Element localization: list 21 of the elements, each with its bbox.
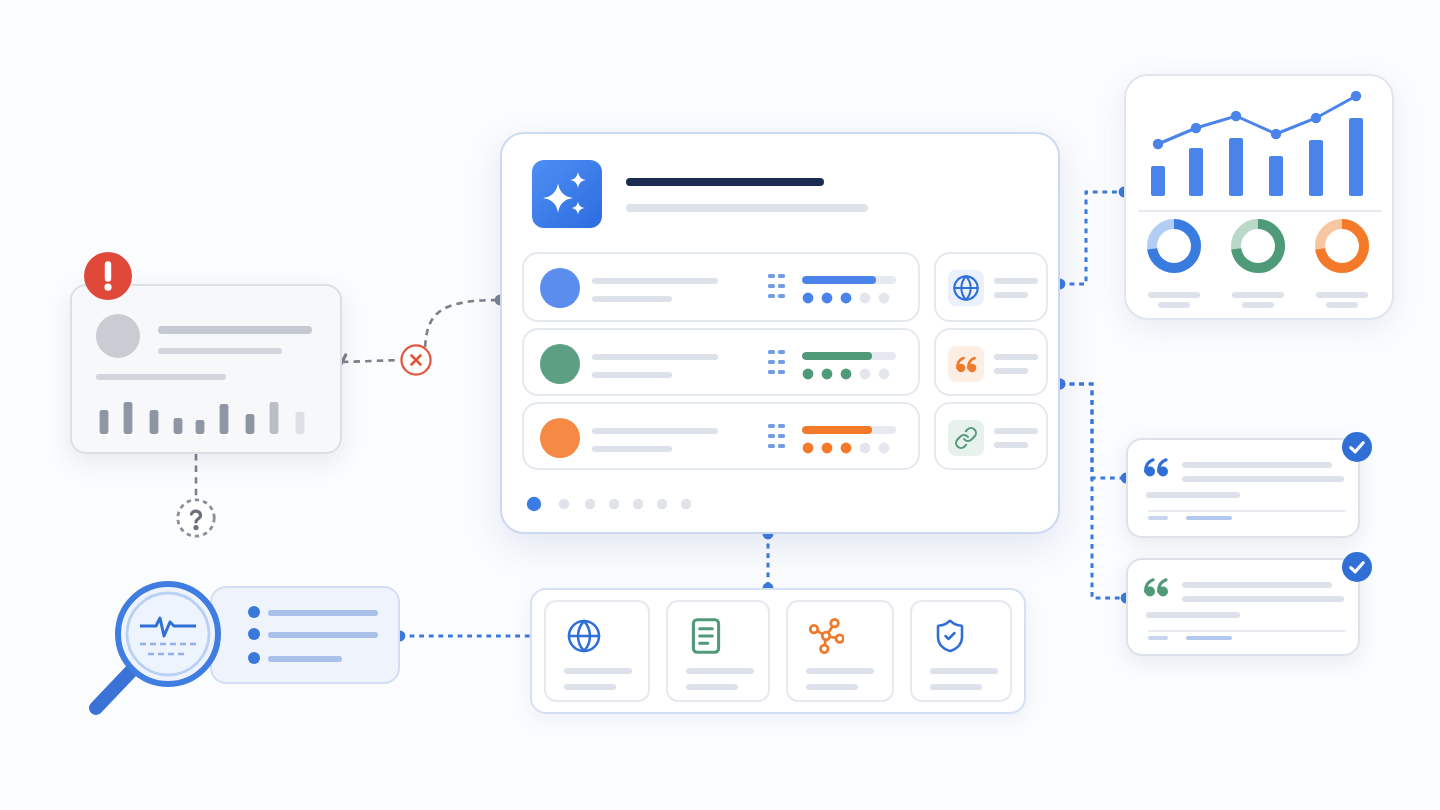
dashboard-panel	[500, 132, 1060, 534]
tile-card	[934, 402, 1048, 470]
tool-card	[544, 600, 650, 702]
tool-card	[666, 600, 770, 702]
list-row-card	[522, 252, 920, 322]
list-row-card	[522, 402, 920, 470]
tile-card	[934, 328, 1048, 396]
tool-panel	[530, 588, 1026, 714]
list-card	[210, 586, 400, 684]
x-circle-icon	[400, 344, 432, 376]
dashed-connector	[762, 528, 774, 594]
list-row-card	[522, 328, 920, 396]
question-circle-icon	[176, 498, 216, 538]
tool-card	[910, 600, 1012, 702]
tool-card	[786, 600, 894, 702]
quote-card	[1126, 558, 1360, 656]
tile-card	[934, 252, 1048, 322]
dashed-connector	[194, 454, 198, 498]
alert-card	[70, 284, 342, 454]
quote-card	[1126, 438, 1360, 538]
chart-card	[1124, 74, 1394, 320]
